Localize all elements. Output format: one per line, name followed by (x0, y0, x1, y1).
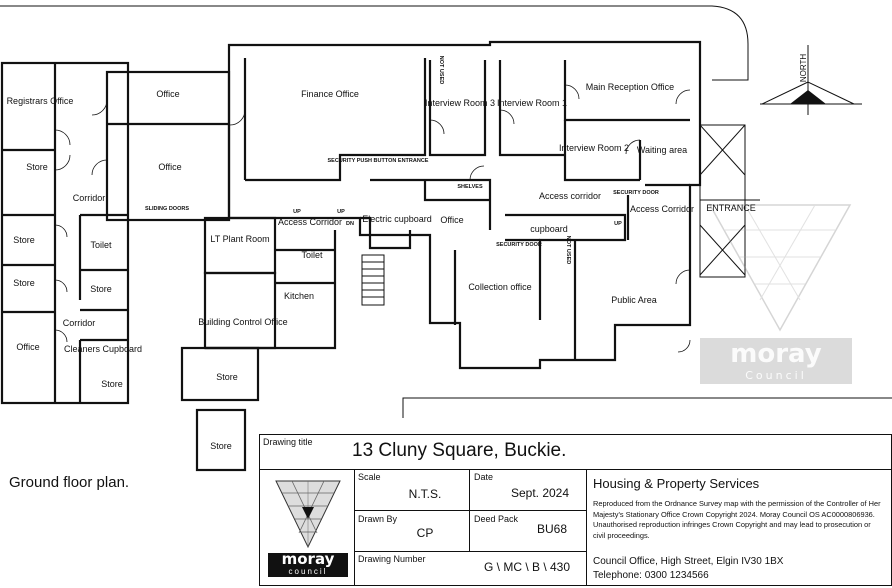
watermark-text-2: Council (745, 369, 807, 382)
room-office-left: Office (16, 342, 39, 352)
room-store-4: Store (90, 284, 112, 294)
entrance-frame (699, 124, 760, 278)
room-access-corridor-right: Access Corridor (630, 204, 694, 214)
site-boundary (0, 5, 749, 81)
room-access-corridor-top: Access corridor (539, 191, 601, 201)
room-store-3: Store (13, 278, 35, 288)
room-lt-plant: LT Plant Room (210, 234, 269, 244)
room-registrars: Registrars Office (7, 96, 74, 106)
note-not-used-2: NOT USED (565, 236, 571, 264)
logo-text-2: council (288, 567, 328, 576)
room-finance: Finance Office (301, 89, 359, 99)
room-corridor-2: Corridor (63, 318, 96, 328)
drawing-title-label: Drawing title (263, 437, 313, 447)
scale-value: N.T.S. (408, 487, 442, 501)
copyright-notice: Reproduced from the Ordnance Survey map … (593, 499, 881, 540)
scale-label: Scale (358, 472, 381, 482)
room-collection: Collection office (468, 282, 531, 292)
room-building-control: Building Control Office (198, 317, 287, 327)
note-security-door-1: SECURITY DOOR (613, 190, 659, 196)
moray-logo-icon (268, 480, 348, 577)
drawing-number-value: G \ MC \ B \ 430 (483, 560, 571, 574)
room-interview-3: Interview Room 3 (425, 98, 495, 108)
logo-text-1: moray (281, 550, 335, 568)
main-block-walls (227, 40, 702, 370)
room-office-centre: Office (440, 215, 463, 225)
room-store-1: Store (26, 162, 48, 172)
note-sliding-doors: SLIDING DOORS (145, 206, 189, 212)
room-store-5: Store (101, 379, 123, 389)
north-label: NORTH (799, 54, 808, 83)
date-label: Date (474, 472, 494, 482)
room-main-reception: Main Reception Office (586, 82, 674, 92)
street-outline (402, 397, 892, 418)
room-toilet-2: Toilet (301, 250, 323, 260)
watermark-text-1: moray (730, 339, 822, 369)
room-store-7: Store (210, 441, 232, 451)
room-kitchen: Kitchen (284, 291, 314, 301)
room-shelves: SHELVES (457, 184, 483, 190)
note-security-push: SECURITY PUSH BUTTON ENTRANCE (328, 158, 429, 164)
drawing-number-label: Drawing Number (358, 554, 426, 564)
room-cleaners: Cleaners Cupboard (64, 344, 142, 354)
room-access-corridor-left: Access Corridor (278, 217, 342, 227)
note-up-1: UP (293, 209, 301, 215)
council-telephone: Telephone: 0300 1234566 (593, 570, 709, 581)
room-waiting: Waiting area (637, 145, 687, 155)
watermark-logo (700, 204, 852, 384)
council-address: Council Office, High Street, Elgin IV30 … (593, 556, 784, 567)
room-office-top: Office (156, 89, 179, 99)
drawn-by-value: CP (416, 526, 434, 540)
stairs (361, 254, 385, 306)
office-block-walls (105, 70, 337, 472)
room-corridor-1: Corridor (73, 193, 106, 203)
room-office-mid: Office (158, 162, 181, 172)
left-block-walls (0, 61, 130, 405)
note-dn: DN (346, 221, 354, 227)
room-interview-2: Interview Room 2 (559, 143, 629, 153)
room-electric: Electric cupboard (362, 214, 432, 224)
room-toilet-1: Toilet (90, 240, 112, 250)
deed-pack-label: Deed Pack (474, 514, 519, 524)
drawn-by-label: Drawn By (358, 514, 398, 524)
room-interview-1: Interview Room 1 (497, 98, 567, 108)
drawing-title: 13 Cluny Square, Buckie. (352, 440, 567, 461)
date-value: Sept. 2024 (510, 486, 570, 500)
room-store-2: Store (13, 235, 35, 245)
room-entrance: ENTRANCE (706, 203, 756, 213)
room-cupboard: cupboard (530, 224, 568, 234)
note-up-2: UP (337, 209, 345, 215)
department: Housing & Property Services (593, 476, 760, 491)
room-store-6: Store (216, 372, 238, 382)
note-not-used-1: NOT USED (438, 56, 444, 84)
door-swings (54, 84, 691, 353)
room-public-area: Public Area (611, 295, 657, 305)
plan-caption: Ground floor plan. (9, 474, 130, 491)
note-security-door-2: SECURITY DOOR (496, 242, 542, 248)
deed-pack-value: BU68 (536, 522, 568, 536)
north-arrow-icon (760, 45, 862, 115)
note-up-3: UP (614, 221, 622, 227)
drawing-number-cell (354, 551, 587, 586)
